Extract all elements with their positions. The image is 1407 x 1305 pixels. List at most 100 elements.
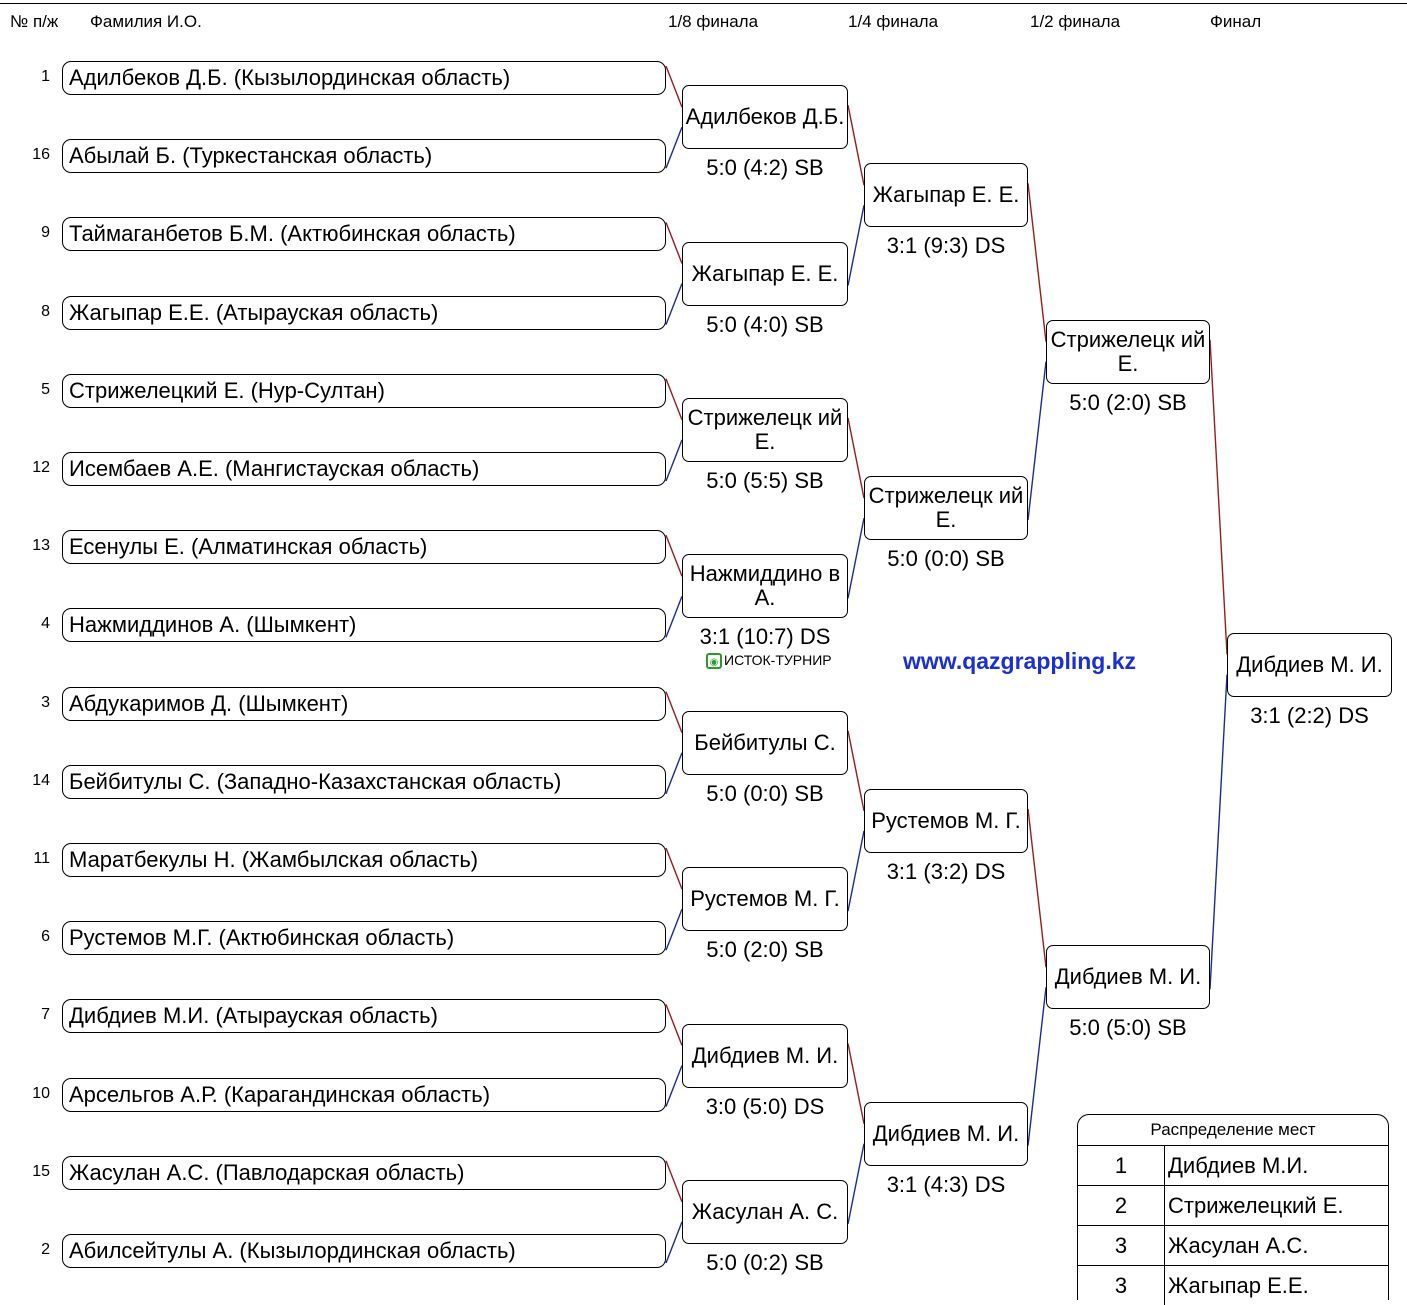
r16-winner-box: Рустемов М. Г.	[682, 867, 848, 932]
r16-winner-box: Дибдиев М. И.	[682, 1023, 848, 1088]
places-row: 2 Стрижелецкий Е.	[1078, 1186, 1388, 1226]
qf-winner-box: Жагыпар Е. Е.	[864, 163, 1028, 228]
seed-number: 4	[41, 615, 50, 633]
participant-box: Абдукаримов Д. (Шымкент)	[62, 686, 666, 721]
header-number: № п/ж	[10, 12, 59, 31]
seed-number: 3	[41, 693, 50, 711]
r16-score: 5:0 (4:2) SB	[706, 155, 824, 181]
connector-line-lower	[847, 517, 865, 599]
final-score: 3:1 (2:2) DS	[1250, 702, 1369, 728]
qf-score: 5:0 (0:0) SB	[887, 546, 1005, 572]
participant-box: Таймаганбетов Б.М. (Актюбинская область)	[62, 217, 666, 252]
place-name: Дибдиев М.И.	[1168, 1153, 1309, 1178]
r16-winner-box: Стрижелецк ий Е.	[682, 397, 848, 462]
r16-score: 5:0 (0:0) SB	[706, 780, 824, 806]
place-number: 1	[1078, 1146, 1165, 1185]
connector-line-lower	[665, 126, 683, 169]
participant-box: Жагыпар Е.Е. (Атырауская область)	[62, 295, 666, 330]
places-row: 1 Дибдиев М.И.	[1078, 1146, 1388, 1186]
participant-box: Бейбитулы С. (Западно-Казахстанская обла…	[62, 764, 666, 799]
place-name: Жагыпар Е.Е.	[1168, 1273, 1309, 1298]
qf-winner-box: Стрижелецк ий Е.	[864, 476, 1028, 541]
sf-winner-box: Стрижелецк ий Е.	[1046, 319, 1210, 384]
connector-line-lower	[847, 830, 865, 912]
seed-number: 2	[41, 1241, 50, 1258]
header-round-of-16: 1/8 финала	[668, 12, 759, 31]
place-name: Жасулан А.С.	[1168, 1233, 1309, 1258]
qf-score: 3:1 (4:3) DS	[886, 1171, 1006, 1197]
connector-line-upper	[847, 1043, 865, 1124]
header-semifinal: 1/2 финала	[1030, 12, 1121, 31]
r16-score: 5:0 (0:2) SB	[706, 1249, 824, 1275]
r16-winner-box: Нажмиддино в А.	[682, 554, 848, 619]
participant-box: Нажмиддинов А. (Шымкент)	[62, 608, 666, 643]
header-final: Финал	[1210, 12, 1262, 31]
connector-line-upper	[847, 417, 865, 499]
r16-winner-box: Бейбитулы С.	[682, 710, 848, 775]
seed-number: 12	[32, 459, 50, 476]
seed-number: 14	[32, 771, 50, 789]
participant-box: Маратбекулы Н. (Жамбылская область)	[62, 843, 666, 877]
connector-line-lower	[665, 908, 683, 951]
connector-line-upper	[1209, 339, 1228, 655]
participant-box: Рустемов М.Г. (Актюбинская область)	[62, 921, 666, 956]
participant-box: Адилбеков Д.Б. (Кызылординская область)	[62, 61, 666, 95]
seed-number: 11	[33, 850, 50, 867]
connector-line-lower	[847, 205, 865, 286]
connector-line-upper	[665, 691, 683, 733]
connector-line-upper	[847, 730, 865, 812]
seed-number: 10	[32, 1084, 50, 1102]
connector-line-upper	[847, 104, 865, 186]
seed-number: 15	[32, 1162, 50, 1180]
connector-line-lower	[665, 1221, 683, 1264]
r16-score: 5:0 (2:0) SB	[706, 937, 824, 963]
r16-winner-box: Адилбеков Д.Б.	[682, 85, 848, 150]
logo-text: ИСТОК-ТУРНИР	[724, 652, 832, 668]
connector-line-upper	[665, 534, 683, 577]
place-name: Стрижелецкий Е.	[1168, 1193, 1344, 1218]
seed-number: 13	[32, 537, 50, 555]
qf-winner-box: Дибдиев М. И.	[864, 1101, 1028, 1166]
organizer-logo: ◉ИСТОК-ТУРНИР	[706, 652, 832, 670]
places-row: 3 Жагыпар Е.Е.	[1078, 1266, 1388, 1305]
connector-line-upper	[1027, 808, 1047, 968]
r16-score: 5:0 (5:5) SB	[706, 467, 824, 493]
final-winner-box: Дибдиев М. И.	[1227, 632, 1392, 697]
seed-number: 9	[41, 224, 50, 242]
connector-line-upper	[665, 65, 683, 108]
connector-line-lower	[1027, 987, 1047, 1146]
seed-number: 8	[41, 302, 50, 320]
seed-number: 5	[41, 380, 50, 398]
website-link[interactable]: www.qazgrappling.kz	[903, 648, 1136, 674]
connector-line-lower	[1209, 674, 1228, 990]
places-row: 3 Жасулан А.С.	[1078, 1226, 1388, 1266]
place-number: 3	[1078, 1226, 1165, 1265]
header-quarterfinal: 1/4 финала	[848, 12, 939, 31]
place-number: 3	[1078, 1266, 1165, 1305]
qf-score: 3:1 (9:3) DS	[886, 233, 1006, 259]
connector-line-upper	[1027, 183, 1047, 342]
participant-box: Есенулы Е. (Алматинская область)	[62, 530, 666, 565]
participant-box: Абылай Б. (Туркестанская область)	[62, 139, 666, 174]
participant-box: Жасулан А.С. (Павлодарская область)	[62, 1155, 666, 1190]
r16-score: 3:1 (10:7) DS	[699, 624, 831, 650]
place-number: 2	[1078, 1186, 1165, 1225]
connector-line-lower	[665, 439, 683, 482]
participant-box: Дибдиев М.И. (Атырауская область)	[62, 999, 666, 1034]
connector-line-upper	[665, 222, 683, 264]
places-table: Распределение мест 1 Дибдиев М.И. 2 Стри…	[1077, 1114, 1389, 1305]
seed-number: 6	[41, 928, 50, 946]
connector-line-upper	[665, 1004, 683, 1046]
participant-box: Абилсейтулы А. (Кызылординская область)	[62, 1234, 666, 1268]
sf-score: 5:0 (5:0) SB	[1069, 1015, 1187, 1041]
participant-box: Арсельгов А.Р. (Карагандинская область)	[62, 1077, 666, 1112]
sf-winner-box: Дибдиев М. И.	[1046, 945, 1210, 1010]
connector-line-lower	[665, 1065, 683, 1107]
qf-winner-box: Рустемов М. Г.	[864, 788, 1028, 853]
connector-line-lower	[665, 752, 683, 795]
top-rule	[0, 3, 1407, 4]
seed-number: 7	[41, 1006, 50, 1024]
connector-line-upper	[665, 378, 683, 421]
